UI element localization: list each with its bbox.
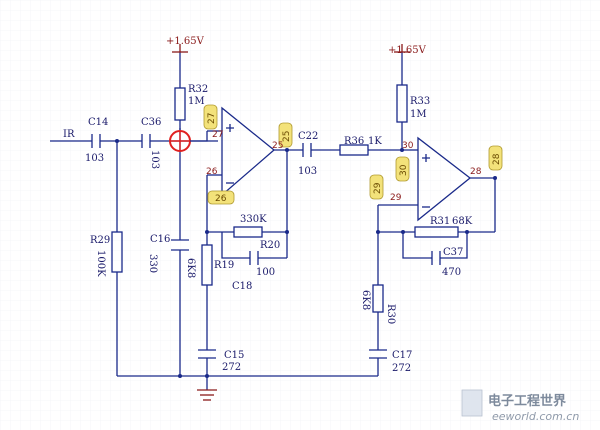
net-flag-29-text: 29: [373, 182, 383, 194]
power-symbol-1: [172, 44, 188, 53]
opamp-2: [410, 136, 472, 222]
r33-value: 1M: [410, 109, 427, 120]
c18-value: 100: [256, 267, 275, 278]
r20-ref: R20: [260, 240, 280, 251]
pin-29: 29: [390, 193, 402, 203]
net-flag-26-text: 26: [215, 194, 227, 204]
resistor-r32: [174, 87, 186, 121]
opamp-1: [207, 106, 276, 197]
c16-value: 330: [147, 254, 158, 273]
net-flag-27-text: 27: [207, 113, 217, 124]
resistor-r36: [339, 144, 369, 156]
r19-value: 6K8: [185, 258, 196, 278]
net-flag-30: [395, 156, 410, 182]
resistor-r19: [201, 244, 213, 286]
c22-ref: C22: [298, 131, 318, 142]
pin-25: 25: [272, 141, 283, 151]
capacitor-c37: [431, 251, 441, 265]
capacitor-c14: [91, 134, 101, 148]
c18-ref: C18: [232, 281, 252, 292]
r30-ref: R30: [385, 304, 396, 324]
watermark-en: eeworld.com.cn: [492, 410, 579, 423]
resistor-r31: [414, 226, 459, 238]
capacitor-c18: [249, 251, 259, 265]
watermark: 电子工程世界 eeworld.com.cn: [461, 389, 579, 423]
wire-to-opamp1-plus: [190, 131, 208, 142]
c37-ref: C37: [443, 247, 463, 258]
capacitor-c17: [369, 349, 387, 359]
junctions: [115, 139, 497, 378]
c22-value: 103: [298, 166, 317, 177]
net-flag-28-text: 28: [492, 153, 502, 165]
c17-ref: C17: [392, 350, 412, 361]
c36-value: 103: [149, 150, 160, 169]
pin-30: 30: [402, 141, 414, 151]
r36-ref: R36: [344, 136, 364, 147]
r19-ref: R19: [214, 260, 234, 271]
net-flag-28: [488, 145, 503, 171]
c15-value: 272: [222, 362, 241, 373]
watermark-cn: 电子工程世界: [488, 393, 566, 409]
net-flag-29: [369, 174, 384, 200]
c14-value: 103: [85, 153, 104, 164]
net-flag-25: [278, 122, 293, 148]
input-label-ir: IR: [63, 129, 75, 140]
capacitor-c15: [198, 349, 216, 359]
pin-26: 26: [206, 167, 218, 177]
pin-27: 27: [212, 130, 223, 140]
net-flag-26: [207, 190, 235, 205]
r29-value: 100K: [95, 250, 106, 277]
highlight-circle: [169, 130, 191, 152]
capacitor-c36: [141, 134, 151, 148]
r20-value: 330K: [240, 214, 267, 225]
ground-symbol: [197, 389, 217, 401]
c37-value: 470: [442, 267, 461, 278]
r31-value: 68K: [452, 216, 473, 227]
power-label-2: +1.65V: [388, 45, 427, 56]
net-flag-25-text: 25: [282, 131, 292, 142]
r32-ref: R32: [188, 84, 208, 95]
resistor-r33: [396, 84, 408, 123]
c36-ref: C36: [141, 117, 161, 128]
capacitor-c16: [171, 239, 189, 251]
capacitor-c22: [302, 143, 312, 157]
pin-28: 28: [470, 167, 482, 177]
r36-value: 1K: [368, 136, 382, 147]
wires: [50, 52, 496, 390]
c14-ref: C14: [88, 117, 108, 128]
power-symbol-2: [394, 44, 410, 53]
r29-ref: R29: [90, 235, 110, 246]
watermark-logo-icon: [461, 389, 483, 417]
resistor-r20: [233, 226, 263, 238]
c16-ref: C16: [150, 234, 170, 245]
c17-value: 272: [392, 363, 411, 374]
resistor-r29: [111, 231, 123, 273]
r33-ref: R33: [410, 96, 430, 107]
r32-value: 1M: [188, 96, 205, 107]
resistor-r30: [372, 284, 384, 313]
r30-value: 6K8: [360, 290, 371, 310]
net-flag-27: [203, 104, 218, 130]
net-flag-30-text: 30: [399, 164, 409, 176]
power-label-1: +1.65V: [166, 36, 205, 47]
c15-ref: C15: [224, 350, 244, 361]
r31-ref: R31: [430, 216, 450, 227]
